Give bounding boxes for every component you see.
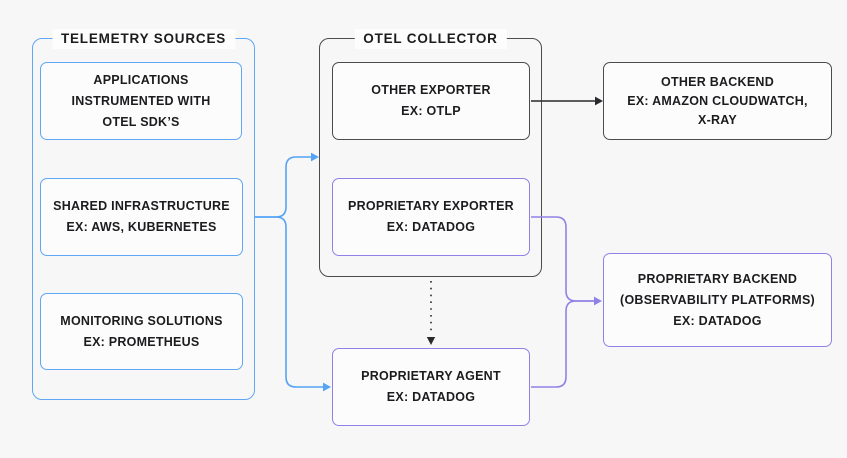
node-label-line: EX: OTLP [401,104,461,118]
node-label-line: PROPRIETARY EXPORTER [348,199,514,213]
node-shared-infrastructure: SHARED INFRASTRUCTURE EX: AWS, KUBERNETE… [40,178,243,256]
node-label-line: EX: DATADOG [673,313,762,328]
node-label-line: X-RAY [698,112,737,127]
node-label-line: SHARED INFRASTRUCTURE [53,199,230,213]
otel-collector-title: OTEL COLLECTOR [354,29,507,49]
node-label-line: EX: AMAZON CLOUDWATCH, [627,93,808,108]
node-proprietary-agent: PROPRIETARY AGENT EX: DATADOG [332,348,530,426]
node-proprietary-backend: PROPRIETARY BACKEND (OBSERVABILITY PLATF… [603,253,832,347]
connector-telemetry-to-collector [255,156,311,218]
otel-collector-group: OTEL COLLECTOR [319,29,542,277]
node-label-line: PROPRIETARY AGENT [361,369,501,383]
node-label-line: OTHER BACKEND [661,74,774,89]
node-label-line: MONITORING SOLUTIONS [60,313,223,328]
connector-telemetry-to-proprietary-agent [255,216,323,388]
node-label-line: OTEL SDK’S [102,114,180,129]
node-label-line: APPLICATIONS [93,72,189,87]
arrowhead-proprietary-agent-left [323,382,331,392]
arrowhead-other-backend [595,96,603,106]
node-other-exporter: OTHER EXPORTER EX: OTLP [332,62,530,140]
node-label-line: EX: PROMETHEUS [83,334,200,349]
node-label-line: EX: DATADOG [386,220,476,234]
node-other-backend: OTHER BACKEND EX: AMAZON CLOUDWATCH, X-R… [603,62,832,140]
node-applications: APPLICATIONS INSTRUMENTED WITH OTEL SDK’… [40,62,242,140]
connector-proprietary-agent-to-backend [531,300,594,388]
node-label-line: PROPRIETARY BACKEND [637,271,798,286]
node-label-line: EX: AWS, KUBERNETES [66,220,217,234]
arrowhead-collector [311,152,319,162]
arrowhead-proprietary-backend [594,296,602,306]
node-proprietary-exporter: PROPRIETARY EXPORTER EX: DATADOG [332,178,530,256]
telemetry-sources-title: TELEMETRY SOURCES [51,29,236,49]
arrowhead-proprietary-agent-top [426,337,436,345]
node-label-line: (OBSERVABILITY PLATFORMS) [620,292,815,307]
telemetry-sources-group: TELEMETRY SOURCES [32,29,255,400]
node-label-line: EX: DATADOG [386,390,476,404]
node-label-line: OTHER EXPORTER [371,83,491,97]
node-label-line: INSTRUMENTED WITH [71,93,211,108]
node-monitoring-solutions: MONITORING SOLUTIONS EX: PROMETHEUS [40,293,243,370]
